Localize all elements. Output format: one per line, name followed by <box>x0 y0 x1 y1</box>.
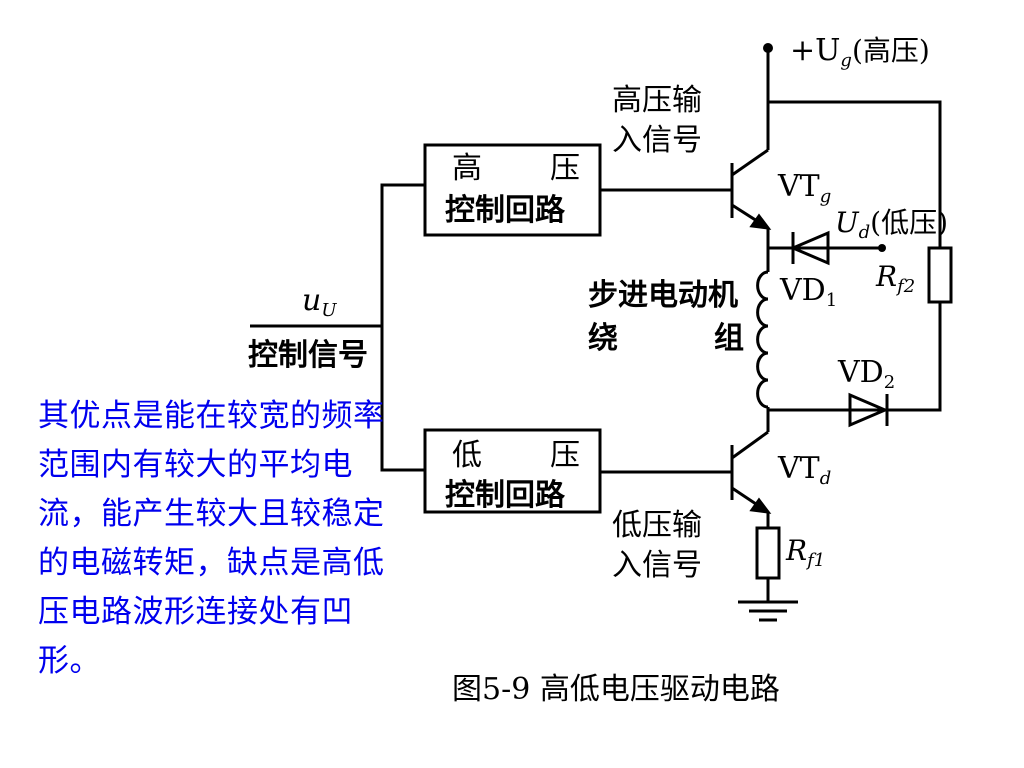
hv-block-label-b: 压 <box>550 151 580 186</box>
control-signal-label: 控制信号 <box>248 338 368 373</box>
advantages-note: 其优点是能在较宽的频率范围内有较大的平均电流，能产生较大且较稳定的电磁转矩，缺点… <box>38 398 385 679</box>
supply-high-label: +Ug(高压) <box>790 33 930 71</box>
lv-block-label-line2: 控制回路 <box>445 478 566 513</box>
hv-block-label-a: 高 <box>452 151 482 186</box>
rf2-label: Rf2 <box>875 260 915 297</box>
winding-label-2b: 组 <box>714 321 744 356</box>
rf1-label: Rf1 <box>785 534 825 571</box>
hv-input-label-2: 入信号 <box>612 123 702 158</box>
winding-label-2a: 绕 <box>588 321 618 356</box>
winding-coil <box>756 270 769 409</box>
vd2-diode-triangle <box>848 392 889 428</box>
winding-label-1: 步进电动机 <box>588 278 738 313</box>
rf1-resistor <box>755 526 781 580</box>
rf2-resistor <box>927 246 953 304</box>
control-branch-wire <box>380 183 425 472</box>
vtg-collector <box>731 148 769 177</box>
hv-input-label-1: 高压输 <box>612 83 702 118</box>
figure-caption: 图5-9 高低电压驱动电路 <box>452 672 780 707</box>
supply-to-rf2-wire <box>768 100 942 248</box>
control-symbol-label: uU <box>302 283 337 321</box>
vtd-label: VTd <box>777 451 831 489</box>
supply-low-label: Ud(低压) <box>835 206 948 243</box>
vd1-diode-triangle <box>789 230 830 266</box>
vtd-collector <box>731 430 769 460</box>
vtg-label: VTg <box>777 169 831 207</box>
vtg-emitter-arrow <box>749 213 772 230</box>
vtd-emitter-arrow <box>749 497 772 514</box>
rf2-to-vd2-wire <box>888 302 942 412</box>
lv-input-label-1: 低压输 <box>612 508 702 543</box>
vd2-label: VD2 <box>837 355 895 393</box>
vd1-label: VD1 <box>779 273 837 311</box>
lv-input-label-2: 入信号 <box>612 548 702 583</box>
lv-block-label-b: 压 <box>550 438 580 473</box>
lv-block-label-a: 低 <box>452 438 482 473</box>
supply-low-terminal <box>878 244 886 252</box>
hv-block-label-line2: 控制回路 <box>445 193 566 228</box>
